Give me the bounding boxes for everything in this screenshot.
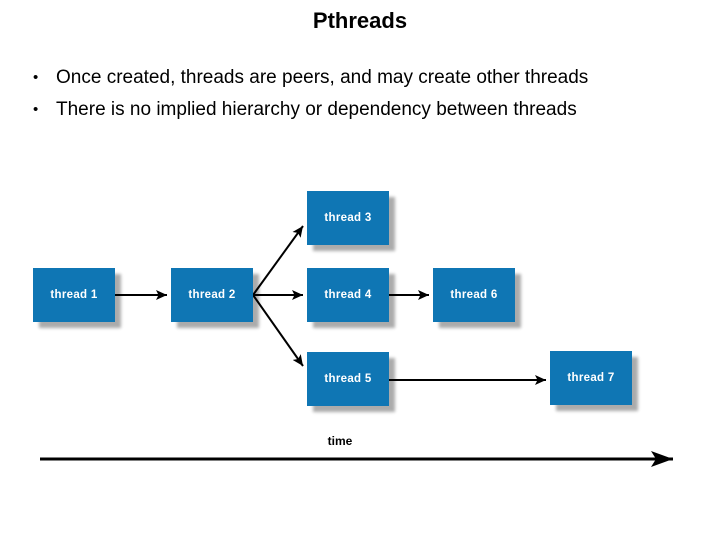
thread-4-label: thread 4 (324, 289, 372, 301)
bullet-marker: • (33, 69, 39, 86)
bullet-list: • Once created, threads are peers, and m… (30, 62, 698, 126)
thread-6-label: thread 6 (450, 289, 498, 301)
thread-2-node: thread 2 (171, 268, 253, 322)
thread-4-node: thread 4 (307, 268, 389, 322)
bullet-marker: • (33, 101, 39, 118)
arrow-thread-2-to-thread-5 (252, 294, 304, 367)
thread-2-label: thread 2 (188, 289, 236, 301)
thread-6-node: thread 6 (433, 268, 515, 322)
thread-5-label: thread 5 (324, 373, 372, 385)
thread-1-label: thread 1 (50, 289, 98, 301)
bullet-text: Once created, threads are peers, and may… (56, 67, 589, 88)
time-axis-label: time (327, 434, 353, 448)
thread-1-node: thread 1 (33, 268, 115, 322)
page-title: Pthreads (312, 8, 408, 33)
arrow-thread-2-to-thread-3 (252, 225, 304, 296)
thread-7-node: thread 7 (550, 351, 632, 405)
thread-3-label: thread 3 (324, 212, 372, 224)
bullet-item: • Once created, threads are peers, and m… (30, 62, 698, 94)
thread-3-node: thread 3 (307, 191, 389, 245)
thread-5-node: thread 5 (307, 352, 389, 406)
bullet-text: There is no implied hierarchy or depende… (56, 99, 577, 120)
bullet-item: • There is no implied hierarchy or depen… (30, 94, 698, 126)
thread-7-label: thread 7 (567, 372, 615, 384)
